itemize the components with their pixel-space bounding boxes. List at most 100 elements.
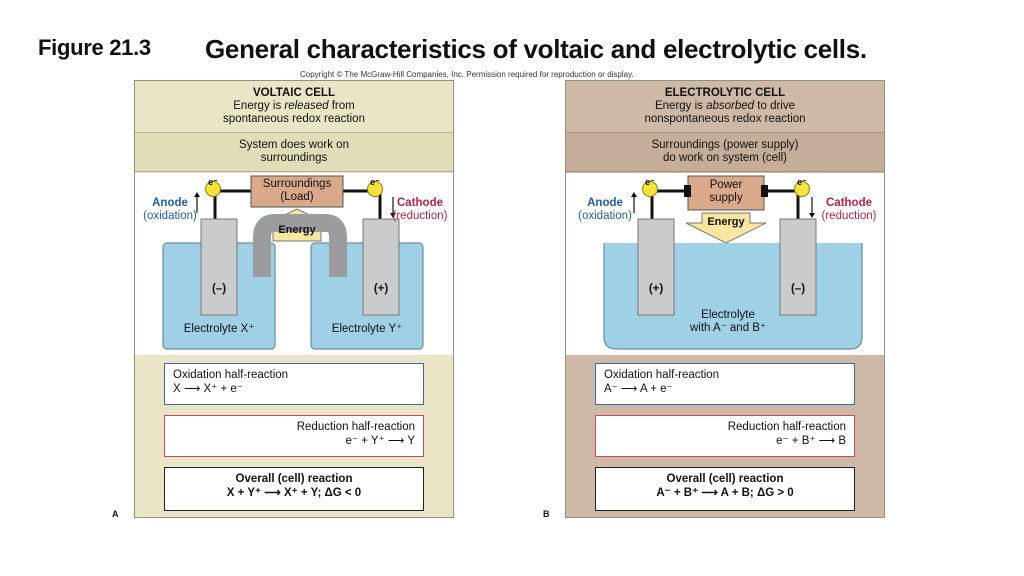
electrolytic-cathode-electrode [779,218,817,316]
electrolytic-cathode-label: Cathode (reduction) [814,197,884,223]
electrolytic-terminal-left [684,185,691,197]
copyright-notice: Copyright © The McGraw-Hill Companies, I… [300,70,634,79]
electrolytic-arrowhead-left [631,192,637,197]
voltaic-header: VOLTAIC CELL Energy is released from spo… [135,81,453,131]
panel-b-label: B [543,509,550,519]
voltaic-cathode-electrode [362,218,400,316]
voltaic-diagram: e⁻ e⁻ Surroundings (Load) Energy Anode (… [135,173,453,355]
electrolytic-line2: nonspontaneous redox reaction [644,113,806,125]
electrolytic-ox-title: Oxidation half-reaction [604,369,720,381]
voltaic-subheader: System does work on surroundings [135,132,453,172]
electrolytic-cell-panel: ELECTROLYTIC CELL Energy is absorbed to … [565,80,885,518]
electrolytic-overall-title: Overall (cell) reaction [666,473,784,485]
electrolytic-anode-sign: (+) [648,283,664,295]
voltaic-oxidation-box: Oxidation half-reaction X ⟶ X⁺ + e⁻ [164,363,424,405]
voltaic-electron-label-left: e⁻ [208,177,218,187]
electrolytic-power-1: Power [709,179,743,191]
electrolytic-subheader: Surroundings (power supply) do work on s… [566,132,884,172]
electrolytic-electrolyte-1: Electrolyte [701,309,755,321]
electrolytic-anode-electrode [637,218,675,316]
electrolytic-ox-eq: A⁻ ⟶ A + e⁻ [604,383,673,395]
electrolytic-power-label: Power supply [688,179,764,205]
electrolytic-line1-pre: Energy is [654,100,707,112]
electrolytic-overall-eq: A⁻ + B⁺ ⟶ A + B; ΔG > 0 [656,487,794,499]
voltaic-sub1: System does work on [239,139,349,151]
voltaic-energy-label: Energy [278,224,316,236]
electrolytic-energy-arrow [685,212,767,244]
electrolytic-cell-drawing [603,175,863,350]
voltaic-cathode-sign: (+) [373,283,389,295]
voltaic-line2: spontaneous redox reaction [223,113,365,125]
voltaic-line1-em: released [284,100,329,112]
electrolytic-anode-label: Anode (oxidation) [570,197,640,223]
voltaic-electron-left [205,181,221,197]
voltaic-overall-box: Overall (cell) reaction X + Y⁺ ⟶ X⁺ + Y;… [164,467,424,511]
electrolytic-energy-label: Energy [707,216,745,228]
voltaic-load-box [250,175,344,208]
voltaic-cell-panel: VOLTAIC CELL Energy is released from spo… [134,80,454,518]
electrolytic-line1-em: absorbed [706,100,755,112]
voltaic-salt-bridge [253,214,347,277]
voltaic-electrolyte-right: Electrolyte Y⁺ [331,323,403,335]
voltaic-overall-title: Overall (cell) reaction [235,473,353,485]
figure-label: Figure 21.3 [38,35,151,60]
voltaic-surroundings-2: (Load) [280,191,314,203]
electrolytic-electron-label-right: e⁻ [797,177,807,187]
electrolytic-electrolyte-label: Electrolyte with A⁻ and B⁺ [676,309,780,335]
electrolytic-red-eq: e⁻ + B⁺ ⟶ B [776,435,846,447]
electrolytic-sub2: do work on system (cell) [663,152,787,164]
voltaic-electron-right [367,181,383,197]
voltaic-cathode-sub: (reduction) [392,210,448,222]
voltaic-wire-left [213,189,251,219]
panel-a-label: A [112,509,119,519]
electrolytic-line1-post: to drive [754,100,796,112]
electrolytic-electron-right [794,181,810,197]
voltaic-red-title: Reduction half-reaction [296,421,415,433]
voltaic-arrowhead-left [194,192,200,197]
voltaic-anode-label: Anode (oxidation) [135,197,205,223]
electrolytic-cathode-sign: (–) [790,283,806,295]
electrolytic-cathode-sub: (reduction) [821,210,877,222]
electrolytic-wire-left [650,189,686,219]
electrolytic-electrolyte-2: with A⁻ and B⁺ [689,322,767,334]
electrolytic-cathode-title: Cathode [826,197,872,209]
electrolytic-power-2: supply [709,192,743,204]
voltaic-red-eq: e⁻ + Y⁺ ⟶ Y [345,435,415,447]
voltaic-energy-line: Energy is released from [135,100,453,113]
electrolytic-red-title: Reduction half-reaction [727,421,846,433]
voltaic-surroundings-1: Surroundings [262,178,332,190]
voltaic-cell-drawing [162,175,424,350]
voltaic-overall-eq: X + Y⁺ ⟶ X⁺ + Y; ΔG < 0 [226,487,362,499]
voltaic-cathode-label: Cathode (reduction) [385,197,455,223]
figure-title: General characteristics of voltaic and e… [205,34,867,64]
voltaic-cathode-title: Cathode [397,197,443,209]
electrolytic-anode-title: Anode [587,197,623,209]
voltaic-title: VOLTAIC CELL [253,87,335,99]
electrolytic-title: ELECTROLYTIC CELL [664,87,786,99]
electrolytic-terminal-right [761,185,768,197]
voltaic-anode-title: Anode [152,197,188,209]
electrolytic-anode-sub: (oxidation) [578,210,632,222]
voltaic-arrowhead-right [390,213,396,218]
voltaic-electrolyte-left: Electrolyte X⁺ [183,323,255,335]
voltaic-anode-sign: (–) [211,283,227,295]
voltaic-anode-electrode [200,218,238,316]
electrolytic-arrowhead-right [809,213,815,218]
voltaic-reduction-box: Reduction half-reaction e⁻ + Y⁺ ⟶ Y [164,415,424,457]
voltaic-electron-label-right: e⁻ [370,177,380,187]
electrolytic-oxidation-box: Oxidation half-reaction A⁻ ⟶ A + e⁻ [595,363,855,405]
voltaic-ox-title: Oxidation half-reaction [173,369,289,381]
electrolytic-wire-right [764,189,800,219]
voltaic-line1-pre: Energy is [233,100,285,112]
electrolytic-reduction-box: Reduction half-reaction e⁻ + B⁺ ⟶ B [595,415,855,457]
electrolytic-diagram: e⁻ e⁻ Power supply Energy Anode (oxidati… [566,173,884,355]
voltaic-sub2: surroundings [260,152,328,164]
voltaic-anode-sub: (oxidation) [143,210,197,222]
electrolytic-electron-label-left: e⁻ [645,177,655,187]
electrolytic-header: ELECTROLYTIC CELL Energy is absorbed to … [566,81,884,131]
voltaic-line1-post: from [328,100,355,112]
electrolytic-electron-left [642,181,658,197]
electrolytic-sub1: Surroundings (power supply) [651,139,799,151]
voltaic-ox-eq: X ⟶ X⁺ + e⁻ [173,383,243,395]
electrolytic-overall-box: Overall (cell) reaction A⁻ + B⁺ ⟶ A + B;… [595,467,855,511]
